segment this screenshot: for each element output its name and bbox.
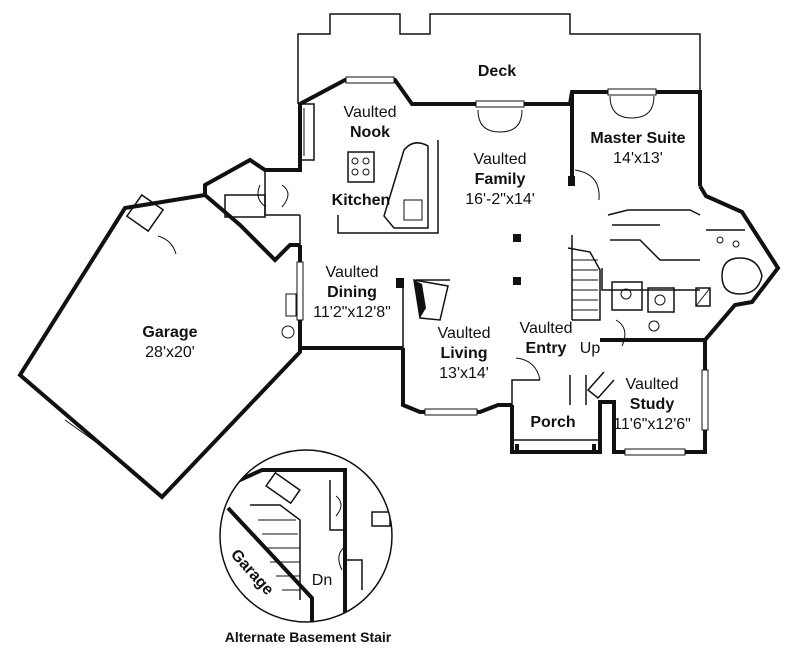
porch-label: Porch <box>530 414 575 431</box>
family-label: Family <box>475 171 526 188</box>
deck-label: Deck <box>478 63 516 80</box>
garage <box>17 193 302 500</box>
room-labels: Deck Vaulted Nook Kitchen Vaulted Family… <box>142 63 690 433</box>
master-size: 14'x13' <box>613 150 663 167</box>
entry-label: Entry <box>526 340 567 357</box>
study-label: Study <box>630 396 675 413</box>
study-prefix: Vaulted <box>625 376 678 393</box>
inset-frame <box>219 449 393 623</box>
dining-prefix: Vaulted <box>325 264 378 281</box>
alternate-stair-inset: Garage Dn Alternate Basement Stair <box>219 449 393 645</box>
nook-label: Nook <box>350 124 390 141</box>
exterior-walls <box>203 78 781 454</box>
nook-prefix: Vaulted <box>343 104 396 121</box>
inset-stair-label: Dn <box>312 572 332 589</box>
living-prefix: Vaulted <box>437 325 490 342</box>
main-stair <box>567 235 601 321</box>
family-size: 16'-2"x14' <box>465 191 535 208</box>
inset-caption: Alternate Basement Stair <box>225 629 392 645</box>
interior-walls <box>224 92 763 441</box>
garage-size: 28'x20' <box>145 344 195 361</box>
entry-stair-note: Up <box>580 340 601 357</box>
living-size: 13'x14' <box>439 365 489 382</box>
openings <box>281 76 709 456</box>
study-size: 11'6"x12'6" <box>613 416 691 433</box>
living-label: Living <box>440 345 487 362</box>
family-prefix: Vaulted <box>473 151 526 168</box>
garage-label: Garage <box>142 324 197 341</box>
dining-label: Dining <box>327 284 377 301</box>
entry-prefix: Vaulted <box>519 320 572 337</box>
kitchen-label: Kitchen <box>332 192 391 209</box>
dining-size: 11'2"x12'8" <box>313 304 391 321</box>
master-label: Master Suite <box>590 130 685 147</box>
deck <box>297 13 701 104</box>
